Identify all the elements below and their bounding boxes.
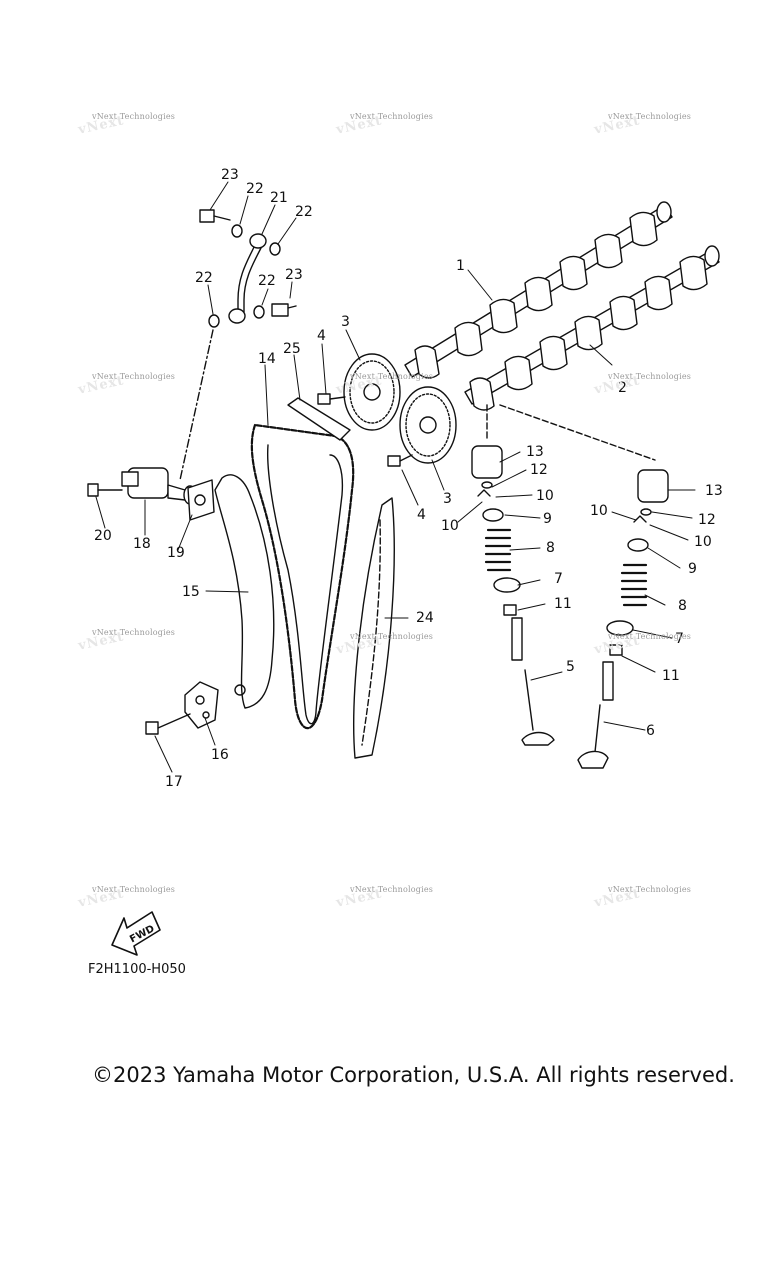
callout-11a: 11	[554, 596, 572, 612]
valve-train-intake	[471, 404, 555, 746]
callout-19: 19	[167, 545, 185, 561]
callout-2: 2	[618, 380, 627, 396]
callout-8a: 8	[546, 540, 555, 556]
callout-9a: 9	[543, 511, 552, 527]
copyright-notice: ©2023 Yamaha Motor Corporation, U.S.A. A…	[92, 1063, 735, 1087]
camshaft-lower	[464, 245, 720, 411]
oil-pipe-line	[179, 329, 214, 481]
callout-15: 15	[182, 584, 200, 600]
copper-washers	[208, 224, 281, 328]
callout-3b: 3	[443, 491, 452, 507]
callout-11b: 11	[662, 668, 680, 684]
callout-10c: 10	[590, 503, 608, 519]
callout-20: 20	[94, 528, 112, 544]
callout-8b: 8	[678, 598, 687, 614]
callout-24: 24	[416, 610, 434, 626]
callout-5: 5	[566, 659, 575, 675]
callout-4a: 4	[317, 328, 326, 344]
callout-13a: 13	[526, 444, 544, 460]
union-bolt-upper	[199, 209, 231, 223]
guide-holder	[184, 681, 219, 729]
callout-22c: 22	[258, 273, 276, 289]
callout-10b: 10	[441, 518, 459, 534]
valve-train-exhaust	[499, 404, 669, 769]
callout-9b: 9	[688, 561, 697, 577]
camshaft-upper	[404, 201, 673, 379]
forward-arrow-icon	[111, 911, 161, 956]
cam-sprocket-upper	[343, 353, 401, 431]
callout-17: 17	[165, 774, 183, 790]
callout-6: 6	[646, 723, 655, 739]
callout-16: 16	[211, 747, 229, 763]
union-bolt-lower	[271, 303, 297, 317]
callout-22b: 22	[295, 204, 313, 220]
chain-guide-top	[287, 397, 351, 441]
callout-21: 21	[270, 190, 288, 206]
sprocket-bolt-lower	[387, 454, 413, 467]
callout-18: 18	[133, 536, 151, 552]
diagram-code: F2H1100-H050	[88, 962, 186, 977]
callout-10d: 10	[694, 534, 712, 550]
callout-13b: 13	[705, 483, 723, 499]
chain-guide-exhaust	[353, 497, 395, 759]
cam-sprocket-lower	[399, 386, 457, 464]
callout-7b: 7	[675, 631, 684, 647]
callout-3a: 3	[341, 314, 350, 330]
callout-14: 14	[258, 351, 276, 367]
guide-holder-bolt	[145, 713, 191, 735]
callout-10a: 10	[536, 488, 554, 504]
timing-chain	[250, 423, 355, 730]
callout-22d: 22	[195, 270, 213, 286]
sprocket-bolt-upper	[317, 393, 346, 405]
leader-lines	[95, 181, 696, 773]
tensioner-bolt	[87, 483, 123, 497]
chain-tensioner	[121, 467, 197, 505]
callout-7a: 7	[554, 571, 563, 587]
callout-12a: 12	[530, 462, 548, 478]
callout-labels: 1 2 3 3 4 4 5 6 7 7 8 8 9 9 10 10 10 10 …	[94, 167, 723, 945]
callout-23b: 23	[285, 267, 303, 283]
tensioner-gasket	[187, 479, 215, 521]
callout-4b: 4	[417, 507, 426, 523]
callout-12b: 12	[698, 512, 716, 528]
callout-25: 25	[283, 341, 301, 357]
oil-delivery-pipe	[228, 233, 267, 324]
callout-1: 1	[456, 258, 465, 274]
callout-23a: 23	[221, 167, 239, 183]
callout-22a: 22	[246, 181, 264, 197]
